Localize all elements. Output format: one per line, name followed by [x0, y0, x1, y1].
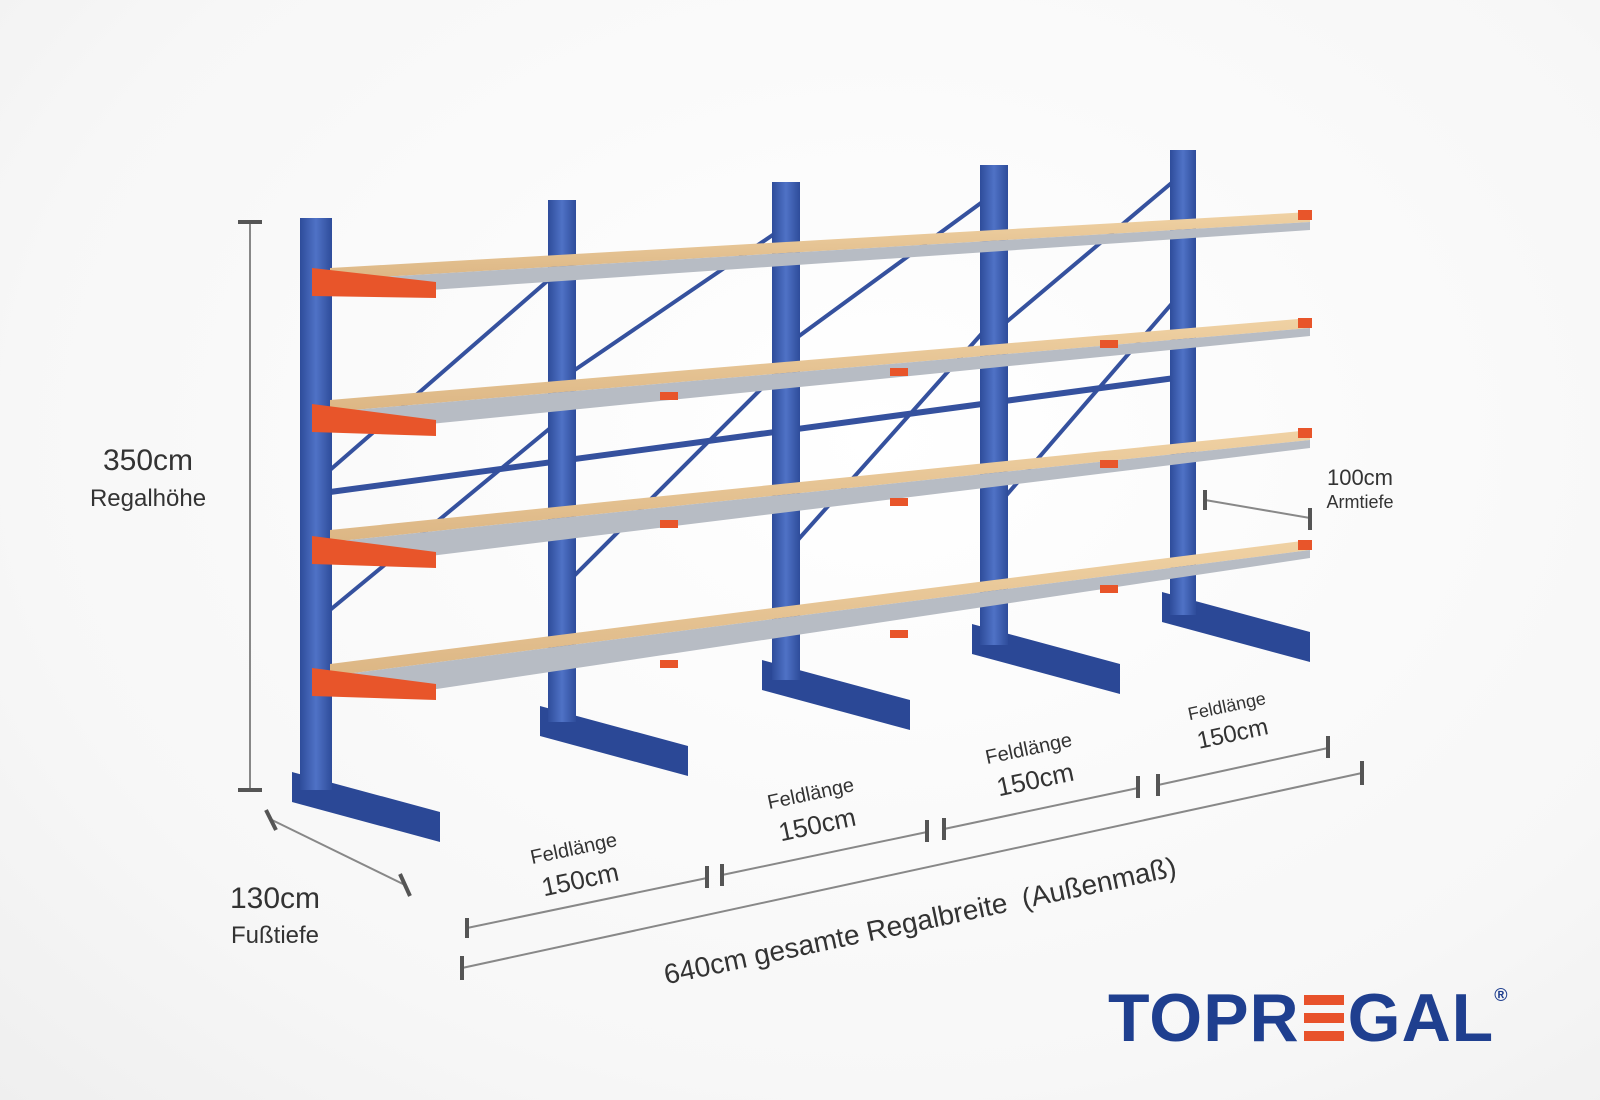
shelf-level-1 [330, 212, 1310, 292]
shelf-level-3 [330, 430, 1310, 556]
shelf-level-4 [330, 540, 1310, 690]
arm-depth-value: 100cm [1327, 465, 1393, 490]
cantilever-arms [312, 210, 1312, 700]
column-bases [292, 592, 1310, 842]
foot-depth-value: 130cm [230, 882, 320, 915]
height-label: Regalhöhe [90, 485, 206, 512]
topregal-logo: TOPR GAL® [1108, 960, 1509, 1053]
logo-e-mark-icon [1303, 993, 1344, 1043]
logo-text-end: GAL [1347, 980, 1495, 1056]
cross-bracing [328, 178, 1177, 612]
foot-depth-label: Fußtiefe [231, 922, 319, 949]
logo-text-start: TOPR [1108, 980, 1300, 1056]
shelf-level-2 [330, 318, 1310, 424]
registered-mark: ® [1494, 985, 1509, 1005]
arm-depth-label: Armtiefe [1326, 492, 1393, 512]
height-value: 350cm [103, 444, 193, 477]
shelf-levels [330, 212, 1310, 690]
dimension-lines [238, 220, 1364, 980]
